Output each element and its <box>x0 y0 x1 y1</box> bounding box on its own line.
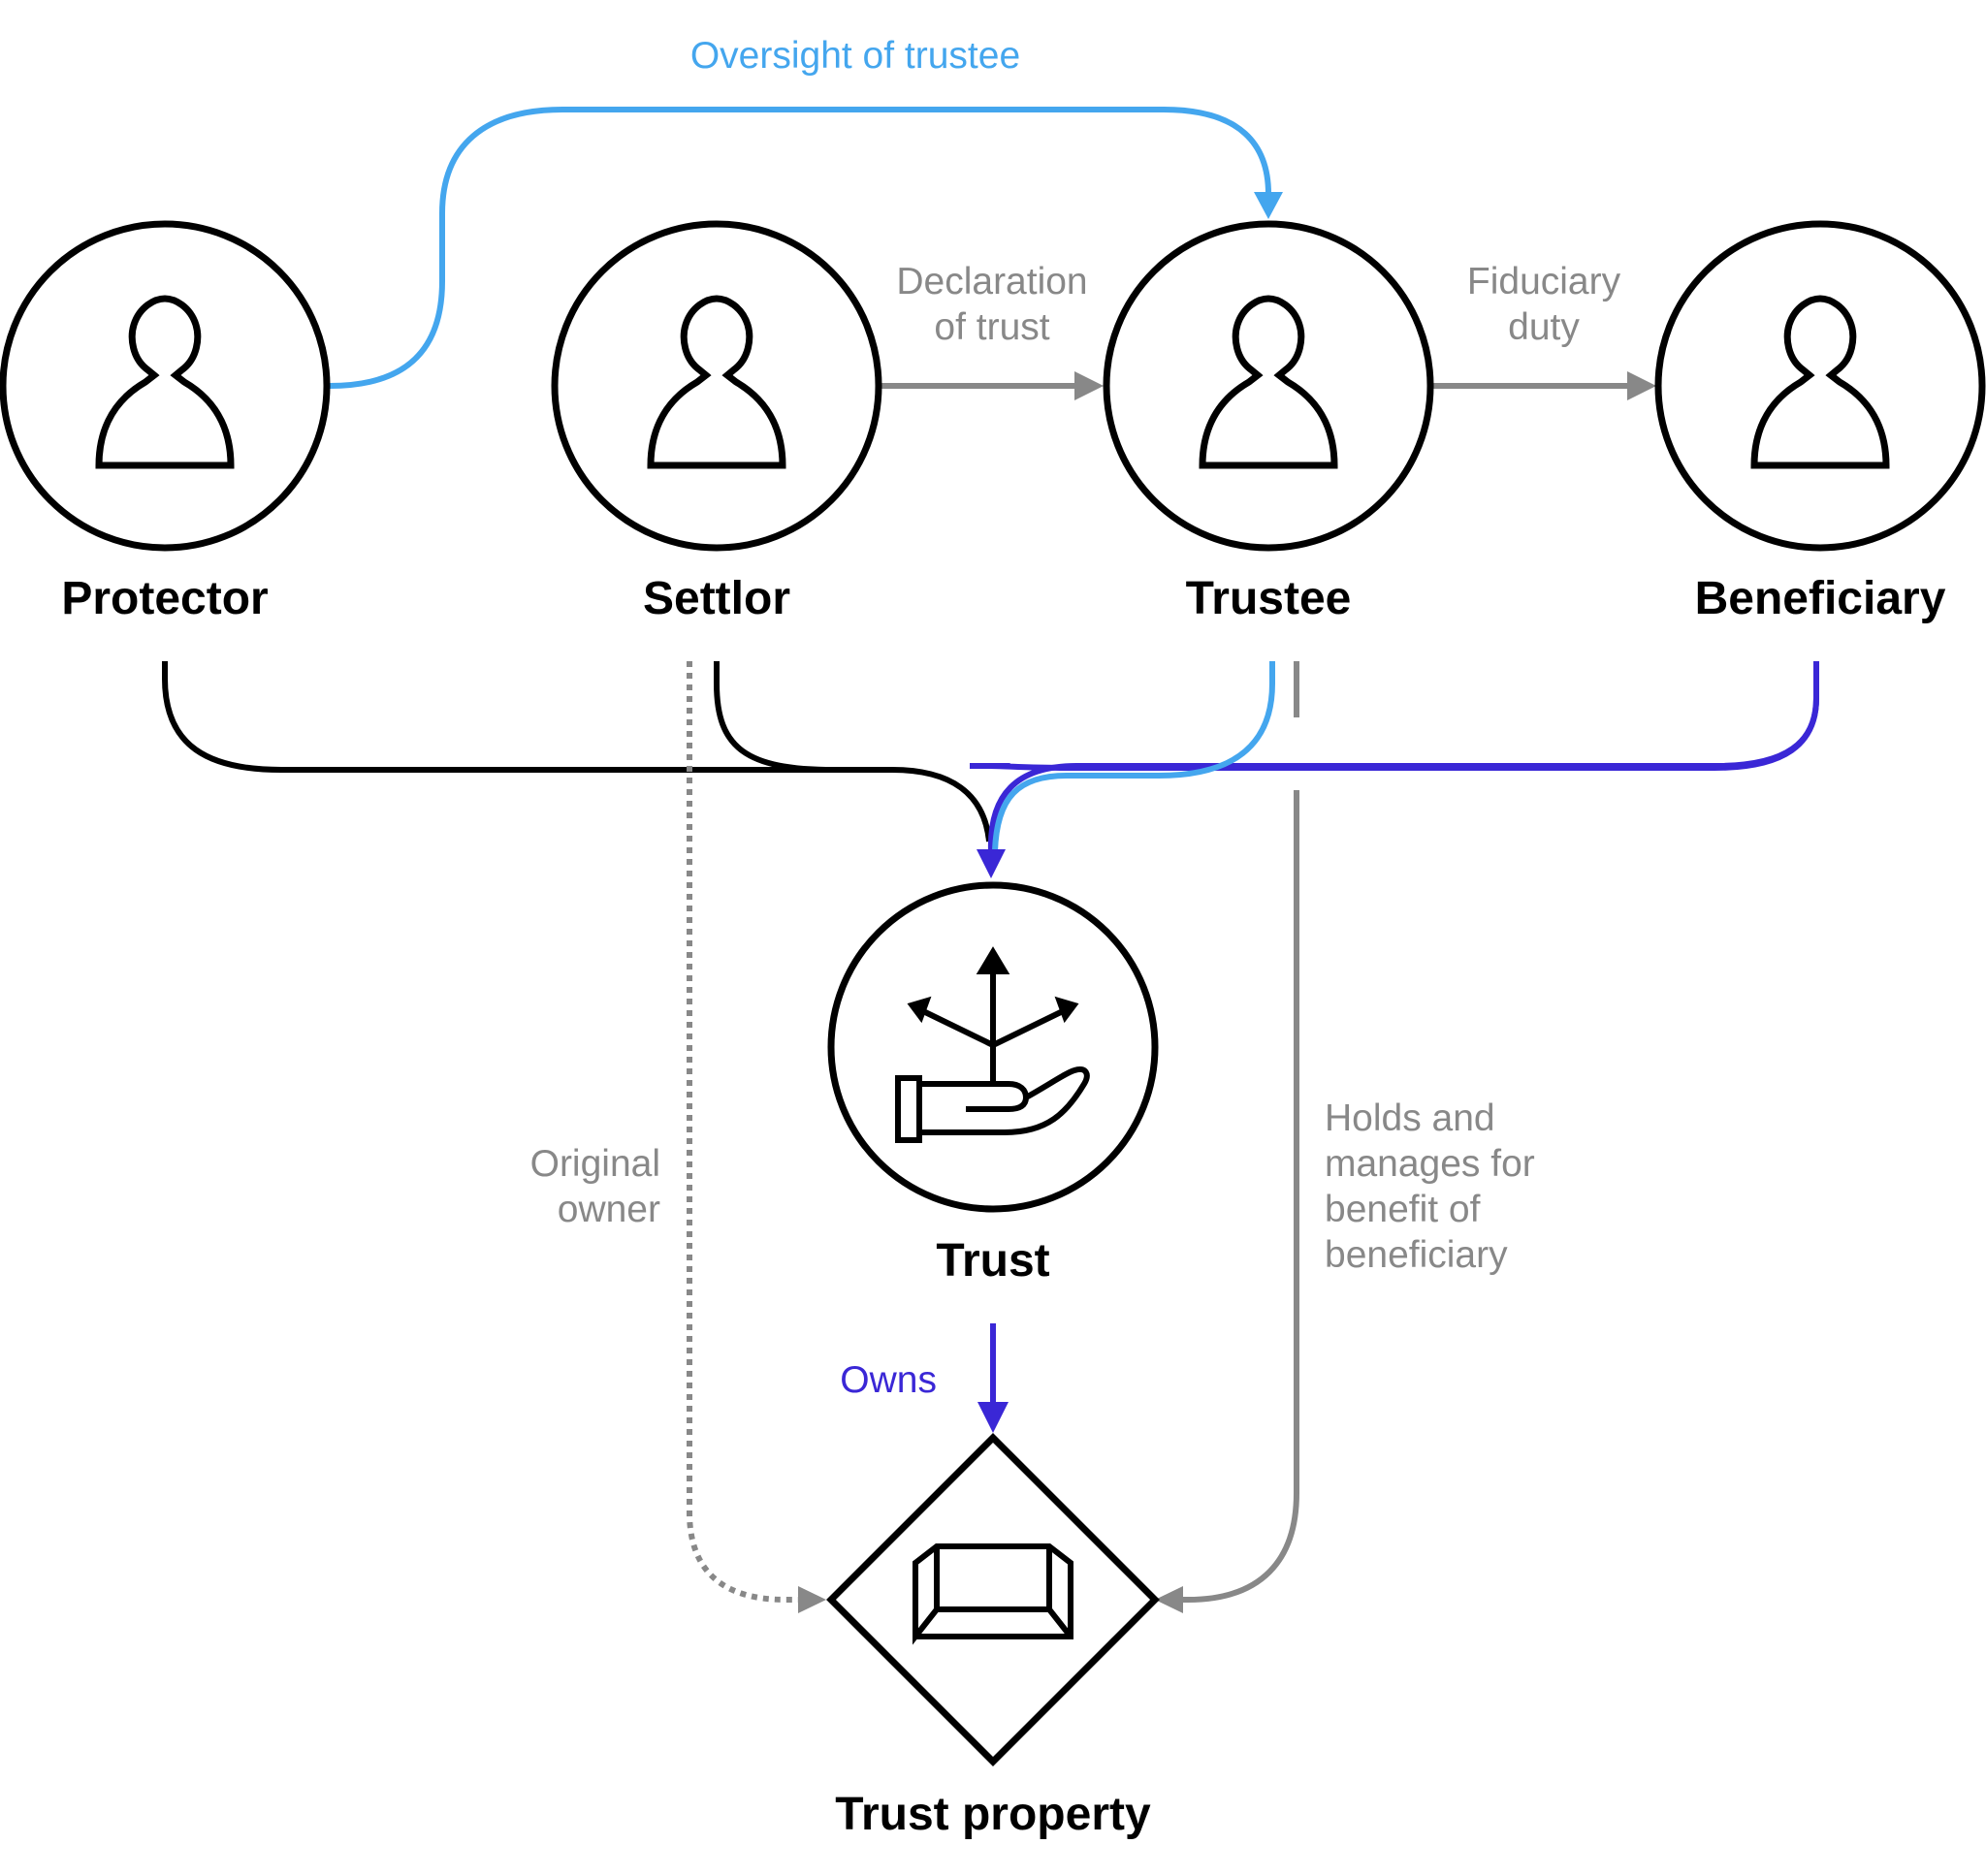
original-owner-label-line2: owner <box>558 1189 660 1230</box>
declaration-label-line2: of trust <box>934 306 1049 348</box>
person-icon <box>95 295 235 469</box>
protector-circle <box>0 220 331 552</box>
edge-fiduciary <box>1433 371 1656 400</box>
holds-label-line4: beneficiary <box>1325 1234 1508 1276</box>
original-owner-arrowhead <box>798 1586 826 1613</box>
node-trust: Trust <box>827 881 1159 1287</box>
edge-protector-to-trust <box>162 661 992 843</box>
hand-with-branching-arrows-icon <box>895 946 1090 1143</box>
holds-label-line3: benefit of <box>1325 1189 1481 1230</box>
node-protector: Protector <box>0 220 331 624</box>
edge-oversight <box>329 107 1283 389</box>
declaration-arrowhead <box>1074 371 1104 400</box>
trustee-circle <box>1103 220 1434 552</box>
fiduciary-label-line2: duty <box>1508 306 1580 348</box>
original-owner-label-line1: Original <box>530 1143 660 1185</box>
holds-line <box>1181 790 1299 1603</box>
holds-label-line2: manages for <box>1325 1143 1535 1185</box>
gold-bar-icon <box>913 1543 1073 1645</box>
settlor-circle <box>551 220 882 552</box>
trust-label: Trust <box>936 1235 1049 1287</box>
edge-holds-manages <box>1155 661 1299 1613</box>
original-owner-line <box>687 661 800 1603</box>
owns-label: Owns <box>840 1359 937 1401</box>
trust-circle <box>827 881 1159 1213</box>
trust-property-diamond <box>826 1433 1160 1766</box>
trust-property-label: Trust property <box>835 1789 1151 1840</box>
edge-settlor-to-trust <box>714 661 835 773</box>
person-icon <box>647 295 786 469</box>
beneficiary-label: Beneficiary <box>1695 573 1946 624</box>
oversight-arrowhead <box>1254 192 1283 219</box>
settlor-label: Settlor <box>643 573 790 624</box>
holds-arrowhead <box>1155 1586 1183 1613</box>
fiduciary-label-line1: Fiduciary <box>1467 261 1621 302</box>
edge-original-owner <box>687 661 826 1613</box>
node-beneficiary: Beneficiary <box>1654 220 1986 624</box>
fiduciary-arrowhead <box>1627 371 1656 400</box>
edge-trustee-to-trust <box>992 661 1275 852</box>
declaration-label-line1: Declaration <box>896 261 1087 302</box>
trust-in-arrowhead <box>977 849 1006 878</box>
oversight-line <box>329 107 1271 389</box>
edge-declaration <box>881 371 1104 400</box>
node-settlor: Settlor <box>551 220 882 624</box>
beneficiary-circle <box>1654 220 1986 552</box>
edge-beneficiary-to-trust <box>970 661 1819 771</box>
edge-owns <box>977 1323 1009 1433</box>
person-icon <box>1199 295 1338 469</box>
trustee-label: Trustee <box>1186 573 1352 624</box>
node-trust-property: Trust property <box>826 1433 1160 1840</box>
person-icon <box>1750 295 1890 469</box>
owns-arrowhead <box>977 1402 1009 1433</box>
oversight-label: Oversight of trustee <box>690 35 1020 77</box>
edge-beneficiary-to-trust-main <box>987 661 1819 852</box>
protector-label: Protector <box>61 573 268 624</box>
node-trustee: Trustee <box>1103 220 1434 624</box>
holds-label-line1: Holds and <box>1325 1097 1495 1139</box>
